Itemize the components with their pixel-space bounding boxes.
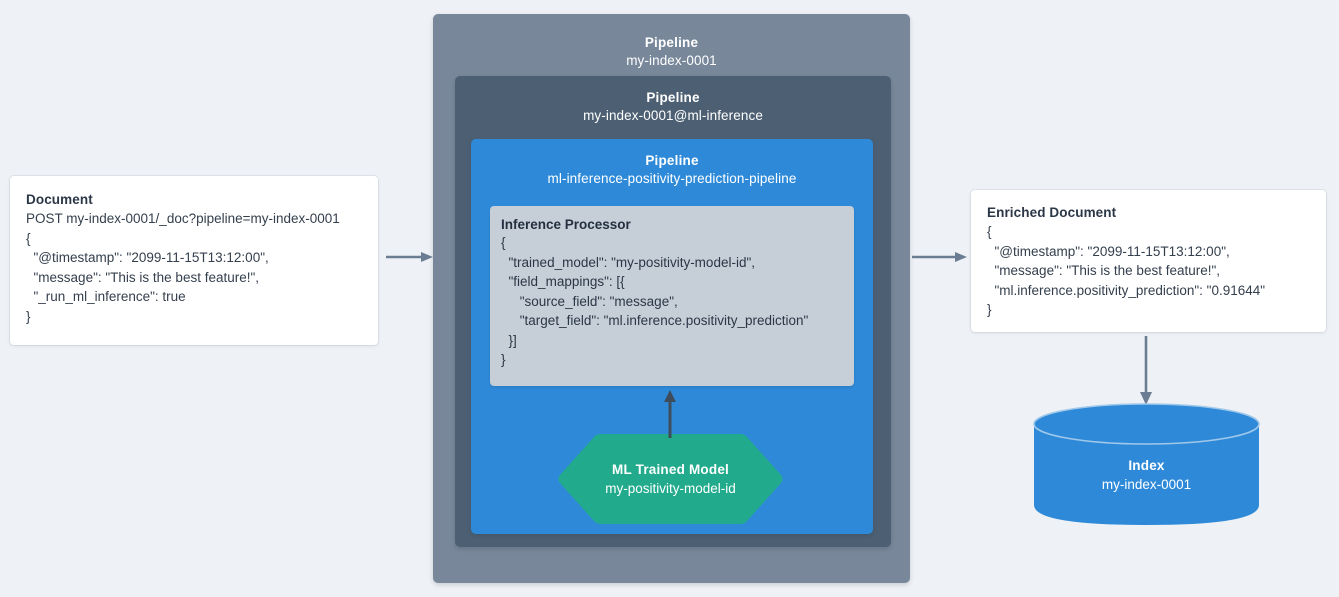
- ml-trained-model-shape: ML Trained Model my-positivity-model-id: [557, 433, 784, 525]
- pipeline-inner-name: ml-inference-positivity-prediction-pipel…: [547, 171, 797, 186]
- arrow-down-icon: [1140, 336, 1152, 405]
- database-cylinder-icon: [1033, 403, 1260, 525]
- enriched-document-title: Enriched Document: [987, 205, 1117, 220]
- enriched-body-line: {: [987, 224, 992, 239]
- arrow-pipeline-to-enriched-document: [912, 248, 968, 266]
- document-card-title: Document: [26, 192, 93, 207]
- arrow-enriched-document-to-index: [1136, 336, 1156, 406]
- inference-processor-body-line: }]: [501, 332, 517, 348]
- inference-processor-title: Inference Processor: [501, 217, 631, 232]
- arrow-right-icon: [386, 252, 433, 262]
- pipeline-outer-label: Pipeline: [644, 35, 699, 50]
- document-card: Document POST my-index-0001/_doc?pipelin…: [10, 176, 378, 345]
- inference-processor-box: Inference Processor { "trained_model": "…: [490, 206, 854, 386]
- arrow-up-icon: [664, 390, 676, 438]
- document-body-line: }: [26, 308, 31, 324]
- inference-processor-body-line: {: [501, 235, 506, 250]
- pipeline-outer-name: my-index-0001: [626, 53, 717, 68]
- enriched-body-line: "@timestamp": "2099-11-15T13:12:00",: [987, 243, 1230, 259]
- pipeline-inner-header: Pipeline ml-inference-positivity-predict…: [471, 152, 873, 188]
- arrow-model-to-processor: [660, 388, 680, 438]
- document-body-line: {: [26, 230, 31, 246]
- document-body-line: "message": "This is the best feature!",: [26, 269, 260, 285]
- enriched-body-line: "ml.inference.positivity_prediction": "0…: [987, 282, 1266, 298]
- document-body-line: "_run_ml_inference": true: [26, 289, 186, 304]
- pipeline-outer-header: Pipeline my-index-0001: [433, 34, 910, 70]
- pipeline-middle-header: Pipeline my-index-0001@ml-inference: [455, 89, 891, 125]
- pipeline-middle-name: my-index-0001@ml-inference: [583, 108, 763, 123]
- enriched-body-line: "message": "This is the best feature!",: [987, 263, 1221, 278]
- document-request-line: POST my-index-0001/_doc?pipeline=my-inde…: [26, 211, 340, 226]
- document-card-body: { "@timestamp": "2099-11-15T13:12:00", "…: [26, 229, 364, 327]
- inference-processor-body-line: "field_mappings": [{: [501, 274, 625, 289]
- pipeline-inner-label: Pipeline: [645, 153, 699, 168]
- index-shape: Index my-index-0001: [1032, 402, 1261, 527]
- enriched-body-line: }: [987, 302, 992, 317]
- arrow-right-icon: [912, 252, 967, 262]
- enriched-document-body: { "@timestamp": "2099-11-15T13:12:00", "…: [987, 222, 1312, 320]
- document-body-line: "@timestamp": "2099-11-15T13:12:00",: [26, 250, 269, 265]
- inference-processor-body-line: "trained_model": "my-positivity-model-id…: [501, 254, 756, 270]
- hexagon-icon: [558, 434, 783, 524]
- pipeline-middle-label: Pipeline: [646, 90, 700, 105]
- inference-processor-body-line: "target_field": "ml.inference.positivity…: [501, 313, 809, 328]
- inference-processor-body-line: }: [501, 352, 506, 367]
- inference-processor-body-line: "source_field": "message",: [501, 293, 678, 309]
- enriched-document-card: Enriched Document { "@timestamp": "2099-…: [971, 190, 1326, 332]
- arrow-document-to-pipeline: [386, 248, 434, 266]
